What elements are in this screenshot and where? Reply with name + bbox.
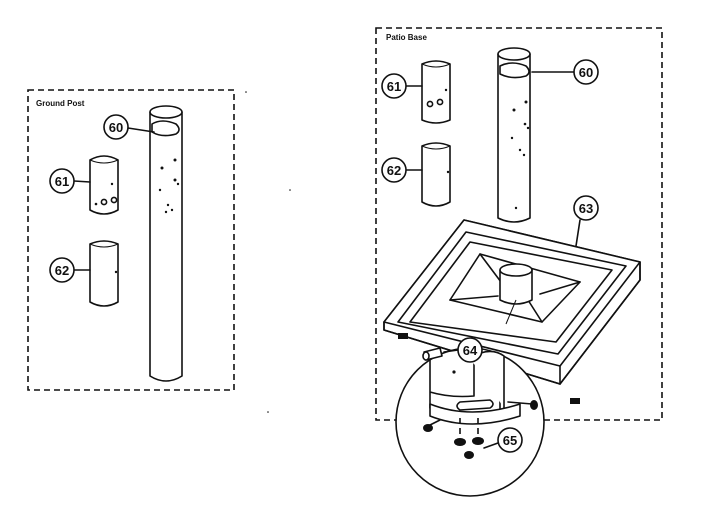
callout-61-patio: 61 [381, 73, 423, 99]
svg-text:64: 64 [463, 343, 478, 358]
patio-base-panel: Patio Base [375, 27, 663, 497]
callout-61-ground: 61 [49, 168, 91, 194]
svg-text:62: 62 [55, 263, 69, 278]
patio-base-plate [383, 219, 641, 404]
callout-62-patio: 62 [381, 157, 423, 183]
ground-post-tube [149, 105, 183, 382]
ground-post-sleeve-61 [89, 155, 119, 215]
bracket-detail-circle [395, 299, 545, 497]
svg-text:65: 65 [503, 433, 517, 448]
patio-base-title: Patio Base [386, 33, 427, 42]
svg-text:62: 62 [387, 163, 401, 178]
speck [245, 91, 247, 93]
callout-64-patio: 64 [443, 337, 483, 363]
ground-post-border [27, 89, 235, 391]
patio-sleeve-62 [421, 142, 451, 207]
svg-text:61: 61 [55, 174, 69, 189]
patio-sleeve-61 [421, 60, 451, 124]
svg-text:60: 60 [109, 120, 123, 135]
patio-post-tube [497, 47, 531, 223]
ground-post-sleeve-62 [89, 240, 119, 307]
speck [289, 189, 291, 191]
ground-post-title: Ground Post [36, 99, 85, 108]
svg-text:61: 61 [387, 79, 401, 94]
callout-60-patio: 60 [531, 59, 599, 85]
speck [267, 411, 269, 413]
svg-text:60: 60 [579, 65, 593, 80]
callout-62-ground: 62 [49, 257, 91, 283]
callout-63-patio: 63 [573, 195, 599, 247]
callout-60-ground: 60 [103, 114, 155, 140]
callout-65-patio: 65 [483, 427, 523, 453]
ground-post-panel: Ground Post [27, 89, 235, 391]
svg-text:63: 63 [579, 201, 593, 216]
